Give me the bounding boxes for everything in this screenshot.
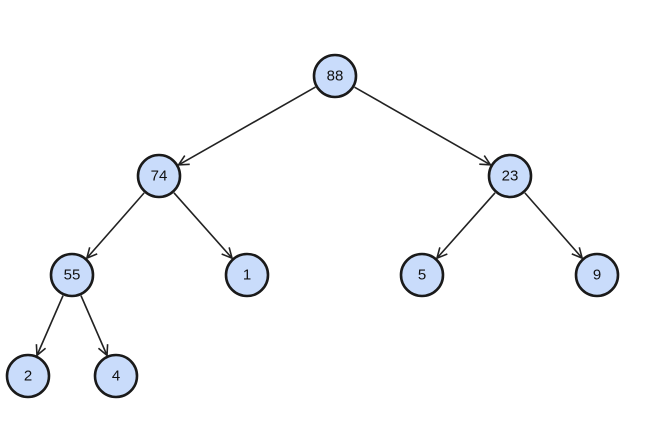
node-circle xyxy=(312,53,358,99)
tree-node-88: 88 xyxy=(312,53,358,99)
tree-node-5: 5 xyxy=(399,252,445,298)
tree-node-9: 9 xyxy=(574,252,620,298)
node-circle xyxy=(49,252,95,298)
tree-node-2: 2 xyxy=(5,353,51,399)
node-circle xyxy=(224,252,270,298)
node-label: 5 xyxy=(418,267,426,284)
edge-74-55 xyxy=(87,192,145,258)
edge-23-9 xyxy=(524,192,582,258)
node-circle xyxy=(5,353,51,399)
node-circle xyxy=(399,252,445,298)
tree-node-1: 1 xyxy=(224,252,270,298)
node-label: 55 xyxy=(64,267,81,284)
edges-layer xyxy=(37,86,582,356)
tree-node-55: 55 xyxy=(49,252,95,298)
node-label: 4 xyxy=(112,368,120,385)
node-label: 2 xyxy=(24,368,32,385)
tree-node-23: 23 xyxy=(487,153,533,199)
node-label: 9 xyxy=(593,267,601,284)
node-label: 88 xyxy=(327,68,344,85)
node-label: 1 xyxy=(243,267,251,284)
node-label: 23 xyxy=(502,168,519,185)
tree-node-4: 4 xyxy=(93,353,139,399)
node-label: 74 xyxy=(151,168,168,185)
node-circle xyxy=(574,252,620,298)
edge-23-5 xyxy=(437,192,496,258)
edge-74-1 xyxy=(173,192,232,258)
nodes-layer: 88 74 23 55 1 5 9 2 xyxy=(5,53,620,399)
tree-node-74: 74 xyxy=(136,153,182,199)
node-circle xyxy=(487,153,533,199)
node-circle xyxy=(136,153,182,199)
edge-55-2 xyxy=(37,295,64,356)
edge-88-23 xyxy=(354,86,491,165)
edge-55-4 xyxy=(80,295,107,356)
edge-88-74 xyxy=(179,86,316,165)
node-circle xyxy=(93,353,139,399)
